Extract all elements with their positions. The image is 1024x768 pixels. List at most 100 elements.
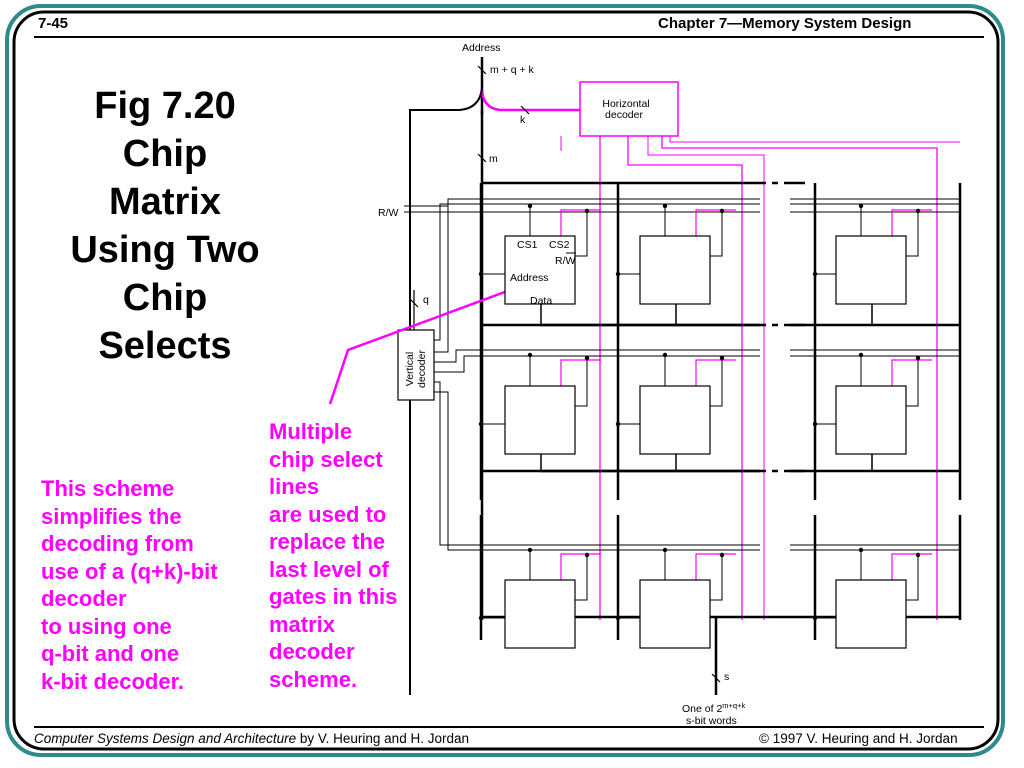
chip-grid — [504, 235, 907, 649]
figure-title-line: Selects — [98, 325, 232, 367]
memory-chip — [835, 235, 907, 305]
vertical-decoder-box — [397, 329, 435, 401]
hdec-select-line — [669, 136, 960, 143]
vertical-decoder-label: Vertical — [404, 352, 416, 386]
chip-select-2 — [891, 359, 932, 386]
chip-select-2 — [560, 359, 601, 386]
vdec-output — [434, 203, 760, 341]
memory-chip — [835, 385, 907, 455]
figure-title-line: Chip — [122, 133, 208, 175]
chip-rw — [710, 211, 723, 257]
callout-line: replace the — [269, 529, 386, 554]
scheme-note-line: simplifies the — [41, 503, 182, 529]
junction-dot — [719, 552, 725, 558]
chip-select-2 — [560, 209, 601, 236]
junction-dot — [812, 615, 818, 621]
memory-chip — [504, 235, 576, 305]
horizontal-decoder-label: decoder — [605, 109, 643, 121]
junction-dot — [527, 203, 533, 209]
chip-select-2 — [695, 359, 736, 386]
memory-chip — [504, 385, 576, 455]
callout-line: chip select — [269, 446, 383, 472]
junction-dot — [615, 421, 621, 427]
callout-line: last level of — [269, 556, 389, 582]
junction-dot — [478, 271, 484, 277]
left-address-bus — [409, 87, 483, 695]
bus-slash — [520, 105, 530, 115]
junction-dot — [478, 421, 484, 427]
scheme-note-line: use of a (q+k)-bit — [41, 558, 218, 584]
footer-citation: Computer Systems Design and Architecture… — [34, 731, 469, 746]
scheme-note-line: to using one — [41, 613, 172, 639]
vdec-output — [434, 381, 760, 546]
junction-dot — [584, 552, 590, 558]
book-title: Computer Systems Design and Architecture — [34, 731, 297, 746]
junction-dot — [662, 352, 668, 358]
footer-rule — [34, 726, 984, 728]
memory-chip — [835, 579, 907, 649]
junction-dot — [527, 547, 533, 553]
hdec-select-line — [647, 136, 765, 620]
output-words-exponent: m+q+k — [722, 701, 745, 710]
junction-dot — [719, 355, 725, 361]
output-words-label-2: s-bit words — [686, 715, 737, 727]
figure-title-line: Using Two — [70, 229, 260, 271]
m-label: m — [489, 153, 498, 165]
scheme-note-line: k-bit decoder. — [41, 668, 185, 694]
scheme-note-line: decoding from — [41, 531, 194, 556]
vdec-output — [434, 355, 760, 373]
chip-rw — [906, 358, 919, 407]
chip-select-2 — [891, 209, 932, 236]
chip-rw — [710, 358, 723, 407]
scheme-note-line: decoder — [41, 586, 127, 611]
junction-dot — [527, 352, 533, 358]
junction-dot — [615, 271, 621, 277]
horizontal-decoder-label: Horizontal — [602, 98, 649, 110]
header-rule — [34, 36, 984, 38]
hdec-select-line — [661, 136, 938, 620]
vdec-output — [434, 391, 760, 551]
junction-dot — [584, 208, 590, 214]
chip-rw — [906, 555, 919, 601]
junction-dot — [915, 355, 921, 361]
hdec-select-line — [627, 136, 743, 620]
chip-rw — [906, 211, 919, 257]
chip-cs1-label: CS1 — [517, 239, 538, 251]
figure-title-line: Fig 7.20 — [94, 85, 236, 127]
memory-chip — [639, 235, 711, 305]
k-label: k — [520, 114, 526, 126]
callout-line: scheme. — [269, 666, 358, 692]
chip-rw — [575, 358, 588, 407]
vdec-output — [434, 349, 760, 363]
hdec-stub — [560, 136, 562, 151]
junction-dot — [858, 547, 864, 553]
rw-label: R/W — [378, 207, 399, 219]
chip-select-2 — [695, 209, 736, 236]
vertical-decoder-label: decoder — [416, 350, 428, 388]
junction-dot — [615, 615, 621, 621]
junction-dot — [858, 203, 864, 209]
callout-line: matrix — [269, 611, 336, 637]
chapter-title: Chapter 7—Memory System Design — [658, 15, 912, 32]
callout-line: are used to — [269, 501, 387, 527]
callout-line: Multiple — [269, 419, 353, 444]
vdec-output — [434, 198, 760, 353]
chip-rw — [575, 555, 588, 601]
horizontal-decoder-box — [579, 81, 679, 137]
k-bus — [480, 87, 580, 112]
scheme-note-line: This scheme — [41, 476, 175, 501]
chip-rw — [575, 211, 588, 257]
chip-data-label: Data — [530, 295, 552, 307]
bus-width-label: m + q + k — [490, 64, 535, 76]
chip-select-callout: Multiple chip select lines are used to r… — [269, 418, 397, 693]
chip-select-2 — [891, 553, 932, 580]
bus-slash — [477, 65, 487, 75]
chip-rw — [710, 555, 723, 601]
slide-number: 7-45 — [38, 15, 69, 32]
address-label: Address — [462, 42, 501, 54]
junction-dot — [858, 352, 864, 358]
s-label: s — [724, 671, 729, 683]
bus-slash — [711, 673, 721, 683]
output-words-label: One of 2m+q+k — [682, 701, 745, 715]
